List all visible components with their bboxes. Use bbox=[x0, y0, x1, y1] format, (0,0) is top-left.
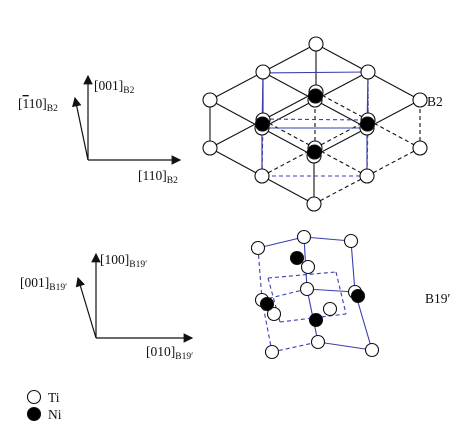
bond-line bbox=[366, 147, 421, 177]
b19p-cell-line bbox=[267, 271, 337, 279]
ni-atom bbox=[307, 88, 324, 104]
ni-atom bbox=[359, 116, 376, 132]
bond-line bbox=[367, 71, 421, 101]
ti-atom bbox=[412, 92, 428, 108]
overbar-digit: 1 bbox=[23, 96, 29, 111]
b2-001-axis-label: [001]B2 bbox=[94, 78, 135, 96]
legend-ti-marker bbox=[26, 389, 42, 405]
bond-line bbox=[209, 119, 264, 149]
bond-line bbox=[262, 71, 316, 101]
b19p-phase-label: B19′ bbox=[425, 291, 451, 306]
bond-line bbox=[262, 119, 316, 149]
b19p-cell-line bbox=[317, 341, 373, 351]
b19p-001-axis-label: [001]B19′ bbox=[20, 275, 67, 293]
ni-atom bbox=[350, 288, 366, 304]
legend-ti-label: Ti bbox=[48, 390, 60, 405]
bond-line bbox=[209, 99, 263, 129]
b19p-cell-line bbox=[350, 240, 356, 293]
bond-line bbox=[367, 119, 421, 149]
ti-atom bbox=[202, 92, 218, 108]
b19p-001-axis-arrow bbox=[75, 276, 97, 339]
ti-atom bbox=[255, 64, 271, 80]
bond-line bbox=[209, 71, 264, 101]
correspondence-cell-line bbox=[262, 71, 369, 74]
bond-line bbox=[314, 147, 368, 177]
bond-line bbox=[314, 119, 369, 149]
ti-atom bbox=[310, 334, 326, 350]
legend-ni-marker bbox=[26, 406, 42, 422]
b19p-100-axis-label: [100]B19′ bbox=[100, 252, 147, 270]
ni-atom bbox=[306, 144, 323, 160]
bond-line bbox=[261, 127, 315, 157]
correspondence-cell-line bbox=[262, 118, 369, 121]
bond-line bbox=[315, 43, 369, 73]
b19p-crystal-structure bbox=[250, 229, 380, 360]
bond-line bbox=[261, 99, 316, 129]
b2-axes: [001]B2 [110]B2 [110]B2 bbox=[18, 74, 182, 186]
b19p-cell-line bbox=[303, 236, 352, 242]
bond-line bbox=[313, 175, 368, 205]
b19p-cell-line bbox=[257, 236, 305, 249]
bond-line bbox=[314, 99, 368, 129]
b2-crystal-structure bbox=[202, 36, 428, 212]
bond-line bbox=[262, 43, 317, 73]
ti-atom bbox=[364, 342, 380, 358]
ti-atom bbox=[296, 229, 312, 245]
b2-phase-label: B2 bbox=[427, 94, 443, 109]
b19p-cell-line bbox=[257, 247, 263, 301]
ti-atom bbox=[412, 140, 428, 156]
bond-line bbox=[262, 91, 317, 121]
ti-atom bbox=[359, 168, 375, 184]
ti-atom bbox=[266, 306, 282, 322]
ti-atom bbox=[264, 344, 280, 360]
ni-atom bbox=[289, 250, 305, 266]
bond-line bbox=[261, 147, 316, 177]
b2-110bar-axis-label: [110]B2 bbox=[18, 96, 58, 114]
bond-line bbox=[261, 175, 315, 205]
b19p-axes: [100]B19′ [001]B19′ [010]B19′ bbox=[20, 252, 194, 362]
legend: Ti Ni bbox=[26, 389, 62, 422]
ti-atom bbox=[300, 259, 316, 275]
bond-line bbox=[209, 147, 263, 177]
legend-ni-label: Ni bbox=[48, 407, 62, 422]
ti-atom bbox=[299, 281, 315, 297]
ti-atom bbox=[202, 140, 218, 156]
b19p-cell-line bbox=[335, 271, 347, 315]
ti-atom bbox=[360, 64, 376, 80]
ti-atom bbox=[250, 240, 266, 256]
ti-atom bbox=[308, 36, 324, 52]
bond-line bbox=[314, 71, 369, 101]
bond-line bbox=[366, 99, 421, 129]
ti-atom bbox=[306, 196, 322, 212]
b19p-cell-line bbox=[271, 341, 319, 353]
ti-atom bbox=[254, 168, 270, 184]
b19p-cell-line bbox=[306, 288, 356, 293]
ti-atom bbox=[343, 233, 359, 249]
ti-atom bbox=[322, 301, 338, 317]
bond-line bbox=[315, 91, 369, 121]
ni-atom bbox=[259, 296, 275, 312]
b2-110-axis-label: [110]B2 bbox=[138, 168, 178, 186]
b2-110bar-axis-arrow bbox=[72, 96, 89, 161]
ni-atom bbox=[254, 116, 271, 132]
b19p-010-axis-label: [010]B19′ bbox=[146, 344, 193, 362]
bond-line bbox=[313, 127, 368, 157]
ni-atom bbox=[308, 312, 324, 328]
